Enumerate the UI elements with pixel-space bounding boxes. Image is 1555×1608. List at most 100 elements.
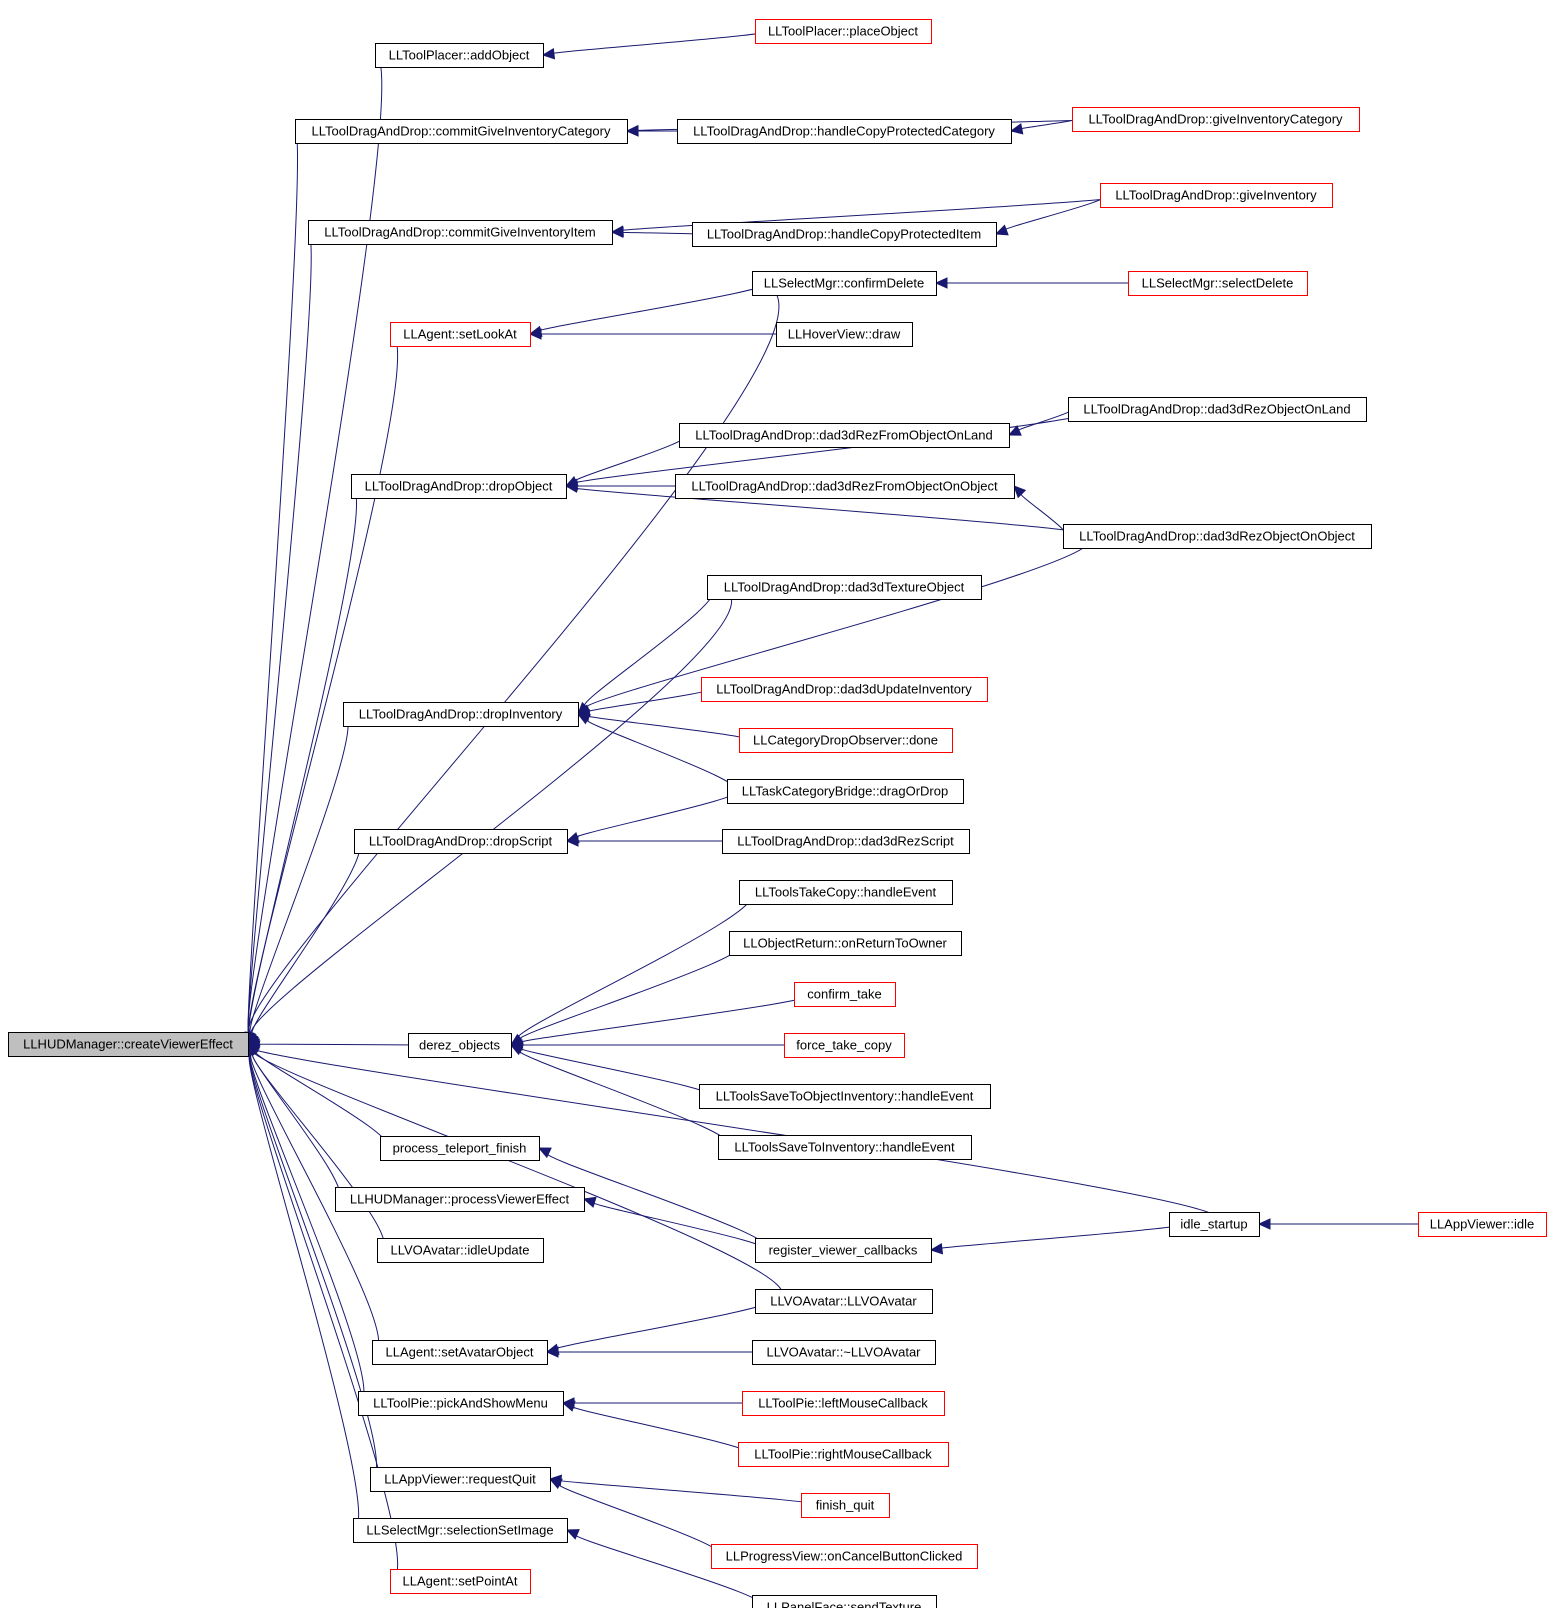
node-label[interactable]: LLToolDragAndDrop::dad3dUpdateInventory bbox=[716, 682, 972, 697]
function-node[interactable]: LLToolDragAndDrop::dad3dRezObjectOnLand bbox=[1068, 397, 1367, 422]
function-node[interactable]: LLToolDragAndDrop::handleCopyProtectedIt… bbox=[692, 222, 997, 247]
function-node[interactable]: LLToolPie::leftMouseCallback bbox=[742, 1391, 945, 1416]
node-box[interactable] bbox=[353, 1518, 568, 1543]
node-label[interactable]: derez_objects bbox=[419, 1038, 500, 1053]
node-box[interactable] bbox=[390, 1569, 531, 1594]
node-box[interactable] bbox=[677, 119, 1012, 144]
node-label[interactable]: LLToolDragAndDrop::giveInventory bbox=[1115, 188, 1317, 203]
node-box[interactable] bbox=[1169, 1212, 1260, 1237]
node-label[interactable]: LLPanelFace::sendTexture bbox=[767, 1600, 922, 1608]
node-box[interactable] bbox=[755, 1289, 933, 1314]
node-label[interactable]: idle_startup bbox=[1180, 1217, 1247, 1232]
node-label[interactable]: LLAgent::setAvatarObject bbox=[386, 1345, 534, 1360]
function-node[interactable]: LLToolDragAndDrop::dad3dUpdateInventory bbox=[701, 677, 988, 702]
node-box[interactable] bbox=[1128, 271, 1308, 296]
node-box[interactable] bbox=[1068, 397, 1367, 422]
function-node[interactable]: LLSelectMgr::selectionSetImage bbox=[353, 1518, 568, 1543]
node-label[interactable]: LLToolDragAndDrop::dropInventory bbox=[359, 707, 563, 722]
node-label[interactable]: LLToolDragAndDrop::dad3dRezScript bbox=[737, 834, 954, 849]
function-node[interactable]: LLAgent::setPointAt bbox=[390, 1569, 531, 1594]
function-node[interactable]: LLToolPie::pickAndShowMenu bbox=[358, 1391, 564, 1416]
node-box[interactable] bbox=[675, 474, 1015, 499]
node-box[interactable] bbox=[727, 779, 964, 804]
node-label[interactable]: confirm_take bbox=[807, 987, 881, 1002]
node-label[interactable]: LLToolDragAndDrop::giveInventoryCategory bbox=[1088, 112, 1343, 127]
function-node[interactable]: LLToolDragAndDrop::dropObject bbox=[351, 474, 567, 499]
node-box[interactable] bbox=[377, 1238, 544, 1263]
node-label[interactable]: LLHoverView::draw bbox=[788, 327, 901, 342]
node-label[interactable]: LLToolDragAndDrop::dropObject bbox=[365, 479, 553, 494]
node-label[interactable]: LLCategoryDropObserver::done bbox=[753, 733, 938, 748]
node-label[interactable]: LLToolsTakeCopy::handleEvent bbox=[755, 885, 937, 900]
node-label[interactable]: LLToolDragAndDrop::dad3dRezFromObjectOnL… bbox=[695, 428, 992, 443]
function-node[interactable]: LLHUDManager::processViewerEffect bbox=[335, 1187, 585, 1212]
node-label[interactable]: LLSelectMgr::confirmDelete bbox=[764, 276, 924, 291]
node-label[interactable]: LLToolsSaveToInventory::handleEvent bbox=[734, 1140, 955, 1155]
node-box[interactable] bbox=[776, 322, 913, 347]
node-box[interactable] bbox=[739, 880, 953, 905]
node-label[interactable]: LLVOAvatar::idleUpdate bbox=[391, 1243, 530, 1258]
function-node[interactable]: LLAppViewer::requestQuit bbox=[370, 1467, 551, 1492]
function-node[interactable]: finish_quit bbox=[801, 1493, 890, 1518]
function-node[interactable]: LLToolPlacer::addObject bbox=[375, 43, 544, 68]
node-box[interactable] bbox=[8, 1032, 249, 1057]
node-label[interactable]: LLAgent::setLookAt bbox=[403, 327, 517, 342]
function-node[interactable]: LLToolDragAndDrop::dad3dTextureObject bbox=[707, 575, 982, 600]
function-node[interactable]: LLVOAvatar::~LLVOAvatar bbox=[752, 1340, 936, 1365]
function-node[interactable]: LLToolPlacer::placeObject bbox=[755, 19, 932, 44]
node-box[interactable] bbox=[1063, 524, 1372, 549]
node-label[interactable]: LLVOAvatar::LLVOAvatar bbox=[770, 1294, 917, 1309]
function-node[interactable]: LLToolPie::rightMouseCallback bbox=[738, 1442, 949, 1467]
function-node[interactable]: LLAppViewer::idle bbox=[1418, 1212, 1547, 1237]
node-box[interactable] bbox=[380, 1136, 540, 1161]
function-node[interactable]: LLSelectMgr::selectDelete bbox=[1128, 271, 1308, 296]
function-node[interactable]: LLToolDragAndDrop::giveInventory bbox=[1100, 183, 1333, 208]
node-label[interactable]: LLToolPlacer::placeObject bbox=[768, 24, 918, 39]
node-label[interactable]: LLSelectMgr::selectionSetImage bbox=[366, 1523, 553, 1538]
node-label[interactable]: LLSelectMgr::selectDelete bbox=[1142, 276, 1294, 291]
function-node[interactable]: LLToolDragAndDrop::dropInventory bbox=[343, 702, 579, 727]
node-box[interactable] bbox=[1072, 107, 1360, 132]
node-label[interactable]: LLToolPie::pickAndShowMenu bbox=[373, 1396, 548, 1411]
node-box[interactable] bbox=[370, 1467, 551, 1492]
function-node[interactable]: LLVOAvatar::idleUpdate bbox=[377, 1238, 544, 1263]
node-label[interactable]: LLToolDragAndDrop::dad3dRezFromObjectOnO… bbox=[691, 479, 998, 494]
function-node[interactable]: LLAgent::setAvatarObject bbox=[372, 1340, 548, 1365]
function-node[interactable]: LLAgent::setLookAt bbox=[390, 322, 531, 347]
node-box[interactable] bbox=[722, 829, 970, 854]
node-label[interactable]: LLAppViewer::idle bbox=[1430, 1217, 1535, 1232]
node-label[interactable]: LLProgressView::onCancelButtonClicked bbox=[726, 1549, 963, 1564]
node-label[interactable]: LLHUDManager::createViewerEffect bbox=[23, 1037, 233, 1052]
function-node[interactable]: process_teleport_finish bbox=[380, 1136, 540, 1161]
node-box[interactable] bbox=[375, 43, 544, 68]
node-box[interactable] bbox=[701, 677, 988, 702]
node-label[interactable]: LLToolPie::rightMouseCallback bbox=[754, 1447, 932, 1462]
function-node[interactable]: LLPanelFace::sendTexture bbox=[752, 1595, 937, 1608]
node-box[interactable] bbox=[1418, 1212, 1547, 1237]
function-node[interactable]: LLToolsSaveToInventory::handleEvent bbox=[718, 1135, 972, 1160]
function-node[interactable]: derez_objects bbox=[408, 1033, 512, 1058]
node-box[interactable] bbox=[335, 1187, 585, 1212]
function-node[interactable]: LLToolDragAndDrop::dad3dRezObjectOnObjec… bbox=[1063, 524, 1372, 549]
function-node[interactable]: LLCategoryDropObserver::done bbox=[739, 728, 953, 753]
node-box[interactable] bbox=[752, 271, 937, 296]
node-box[interactable] bbox=[354, 829, 568, 854]
function-node[interactable]: LLToolsTakeCopy::handleEvent bbox=[739, 880, 953, 905]
node-box[interactable] bbox=[358, 1391, 564, 1416]
function-node[interactable]: LLToolDragAndDrop::commitGiveInventoryIt… bbox=[308, 220, 613, 245]
node-box[interactable] bbox=[738, 1442, 949, 1467]
node-box[interactable] bbox=[692, 222, 997, 247]
function-node[interactable]: LLObjectReturn::onReturnToOwner bbox=[729, 931, 962, 956]
node-label[interactable]: LLToolsSaveToObjectInventory::handleEven… bbox=[716, 1089, 974, 1104]
function-node[interactable]: LLToolDragAndDrop::handleCopyProtectedCa… bbox=[677, 119, 1012, 144]
function-node[interactable]: force_take_copy bbox=[784, 1033, 905, 1058]
node-label[interactable]: LLAgent::setPointAt bbox=[403, 1574, 518, 1589]
node-label[interactable]: LLToolDragAndDrop::dad3dRezObjectOnObjec… bbox=[1079, 529, 1355, 544]
node-box[interactable] bbox=[343, 702, 579, 727]
root-node[interactable]: LLHUDManager::createViewerEffect bbox=[8, 1032, 249, 1057]
function-node[interactable]: confirm_take bbox=[794, 982, 896, 1007]
node-box[interactable] bbox=[1100, 183, 1333, 208]
function-node[interactable]: LLToolDragAndDrop::dad3dRezFromObjectOnL… bbox=[679, 423, 1010, 448]
node-label[interactable]: finish_quit bbox=[816, 1498, 875, 1513]
node-label[interactable]: LLToolDragAndDrop::commitGiveInventoryIt… bbox=[324, 225, 595, 240]
